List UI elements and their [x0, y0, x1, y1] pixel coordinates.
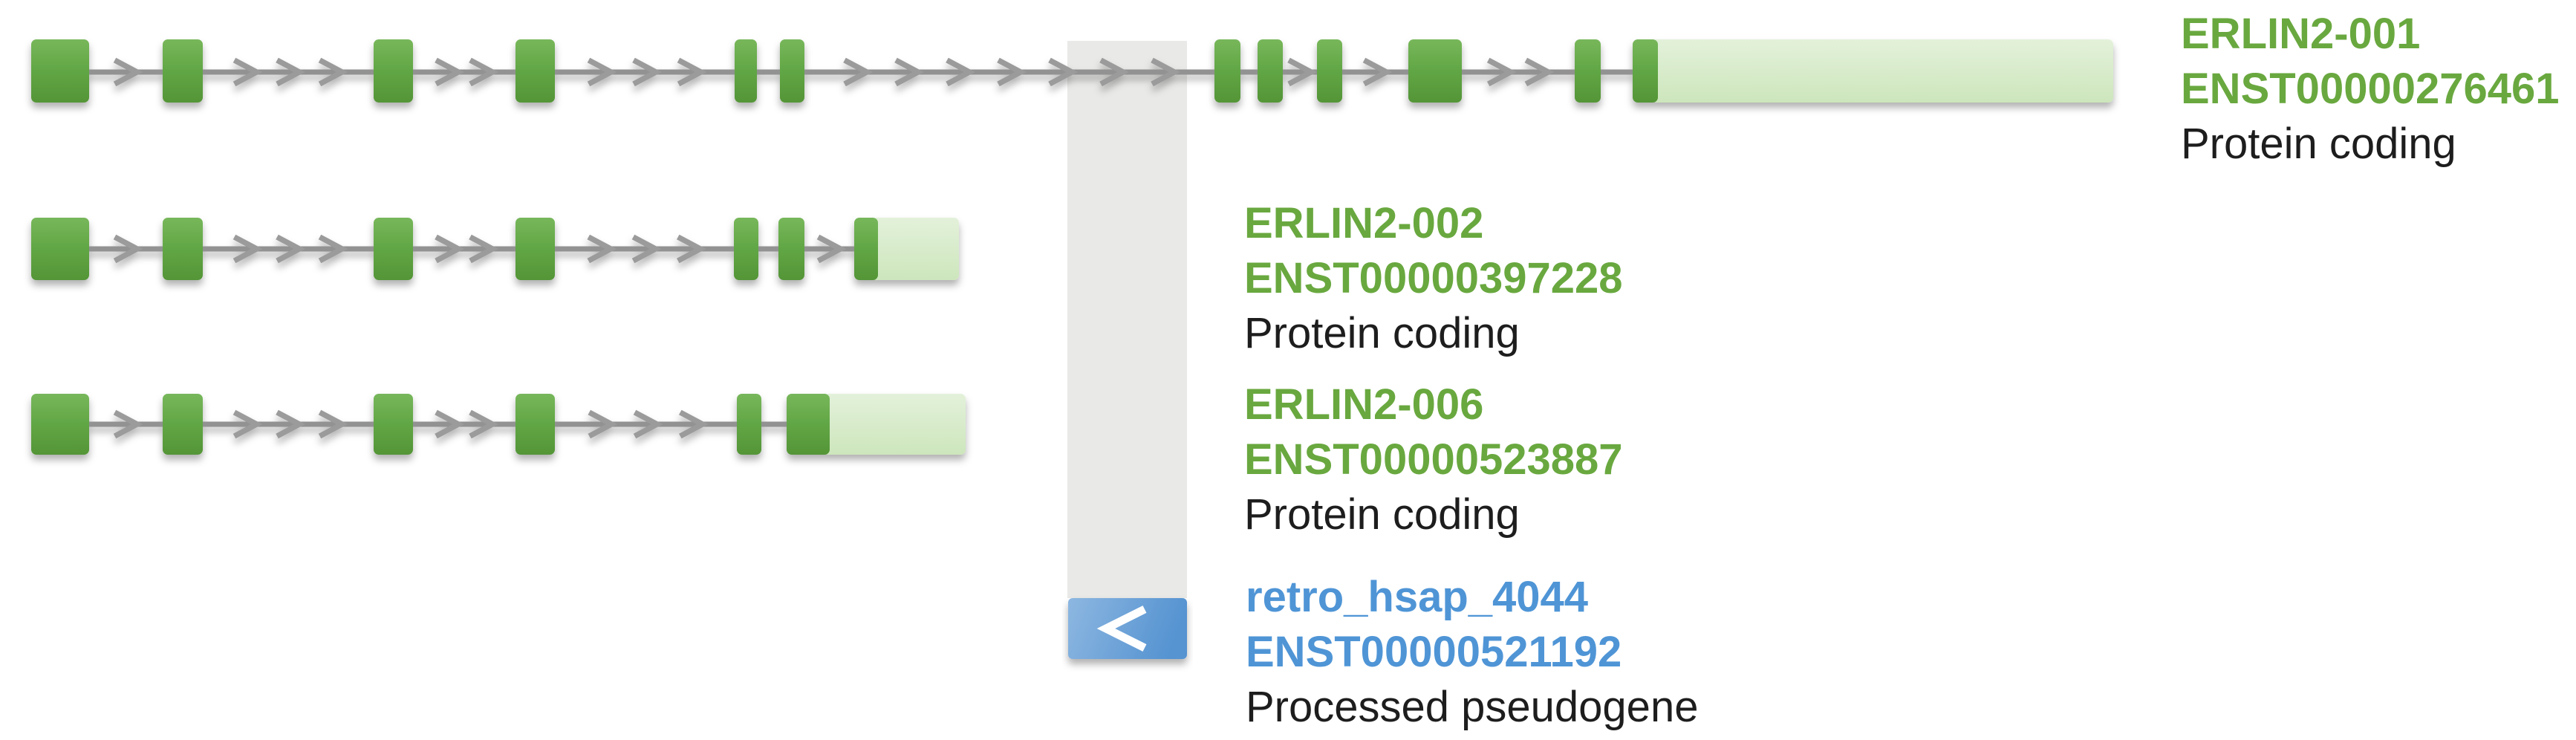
exon-box[interactable] — [734, 218, 758, 280]
strand-direction-chevron-icon — [318, 409, 348, 439]
strand-direction-chevron-icon — [588, 409, 618, 439]
exon-box[interactable] — [737, 394, 761, 455]
exon-box[interactable] — [515, 39, 555, 103]
transcript-row — [31, 39, 2113, 103]
exon-box[interactable] — [515, 394, 555, 455]
exon-box[interactable] — [1575, 39, 1601, 103]
strand-direction-chevron-icon — [678, 409, 709, 439]
transcript-name-link[interactable]: retro_hsap_4044 — [1246, 573, 1589, 621]
exon-box[interactable] — [1258, 39, 1283, 103]
exon-box[interactable] — [735, 39, 757, 103]
exon-box[interactable] — [854, 218, 878, 280]
strand-direction-chevron-icon — [276, 57, 305, 87]
strand-direction-chevron-icon — [113, 57, 143, 87]
exon-box[interactable] — [1408, 39, 1462, 103]
exon-box[interactable] — [374, 394, 413, 455]
strand-direction-chevron-icon — [435, 234, 464, 264]
strand-direction-chevron-icon — [469, 57, 498, 87]
strand-direction-chevron-icon — [587, 234, 617, 264]
transcript-label-block: ERLIN2-006 ENST00000523887 Protein codin… — [1244, 377, 1623, 542]
strand-direction-chevron-icon — [113, 409, 143, 439]
strand-direction-chevron-icon — [676, 234, 706, 264]
strand-direction-chevron-icon — [318, 234, 348, 264]
strand-direction-chevron-icon — [318, 57, 348, 87]
transcript-row — [31, 394, 966, 455]
strand-direction-chevron-icon — [1099, 57, 1129, 87]
strand-direction-chevron-icon — [1287, 57, 1317, 87]
transcript-label-block: ERLIN2-002 ENST00000397228 Protein codin… — [1244, 196, 1623, 361]
strand-direction-chevron-icon — [1486, 57, 1517, 87]
focus-highlight-band — [1067, 41, 1187, 598]
exon-box[interactable] — [787, 394, 830, 455]
pseudogene-exon-box[interactable] — [1068, 598, 1187, 659]
exon-box[interactable] — [374, 39, 413, 103]
exon-box[interactable] — [515, 218, 555, 280]
strand-direction-chevron-icon — [997, 57, 1027, 87]
strand-direction-chevron-icon — [631, 234, 662, 264]
exon-box[interactable] — [1633, 39, 1658, 103]
strand-direction-chevron-icon — [843, 57, 873, 87]
strand-direction-chevron-icon — [1362, 57, 1393, 87]
strand-direction-chevron-icon — [113, 234, 143, 264]
exon-box[interactable] — [780, 39, 804, 103]
transcript-accession-link[interactable]: ENST00000521192 — [1246, 628, 1622, 676]
transcript-row — [31, 218, 959, 280]
transcript-name-link[interactable]: ERLIN2-001 — [2181, 10, 2421, 58]
reverse-strand-icon — [1096, 606, 1147, 652]
exon-box[interactable] — [778, 218, 804, 280]
strand-direction-chevron-icon — [435, 409, 464, 439]
strand-direction-chevron-icon — [1524, 57, 1555, 87]
strand-direction-chevron-icon — [946, 57, 975, 87]
exon-box[interactable] — [31, 39, 89, 103]
strand-direction-chevron-icon — [1048, 57, 1078, 87]
strand-direction-chevron-icon — [232, 409, 263, 439]
transcript-accession-link[interactable]: ENST00000523887 — [1244, 435, 1623, 484]
exon-box[interactable] — [31, 218, 89, 280]
strand-direction-chevron-icon — [894, 57, 924, 87]
transcript-biotype: Protein coding — [2181, 120, 2456, 168]
transcript-biotype: Protein coding — [1244, 309, 1520, 357]
transcript-label-block: retro_hsap_4044 ENST00000521192 Processe… — [1246, 570, 1698, 735]
strand-direction-chevron-icon — [1151, 57, 1180, 87]
utr-box[interactable] — [872, 218, 959, 280]
strand-direction-chevron-icon — [632, 57, 662, 87]
transcript-accession-link[interactable]: ENST00000276461 — [2181, 65, 2560, 113]
exon-box[interactable] — [163, 39, 203, 103]
strand-direction-chevron-icon — [276, 409, 305, 439]
strand-direction-chevron-icon — [816, 234, 847, 264]
strand-direction-chevron-icon — [435, 57, 464, 87]
exon-box[interactable] — [1214, 39, 1240, 103]
exon-box[interactable] — [31, 394, 89, 455]
transcript-name-link[interactable]: ERLIN2-002 — [1244, 199, 1484, 247]
utr-box[interactable] — [824, 394, 966, 455]
transcript-row — [1068, 598, 1187, 659]
exon-box[interactable] — [1317, 39, 1342, 103]
strand-direction-chevron-icon — [469, 234, 498, 264]
transcript-name-link[interactable]: ERLIN2-006 — [1244, 380, 1484, 429]
utr-box[interactable] — [1652, 39, 2113, 103]
transcript-label-block: ERLIN2-001 ENST00000276461 Protein codin… — [2181, 7, 2560, 172]
strand-direction-chevron-icon — [677, 57, 707, 87]
transcript-biotype: Protein coding — [1244, 490, 1520, 539]
strand-direction-chevron-icon — [232, 57, 263, 87]
transcript-accession-link[interactable]: ENST00000397228 — [1244, 254, 1623, 302]
transcript-biotype: Processed pseudogene — [1246, 683, 1699, 731]
strand-direction-chevron-icon — [276, 234, 305, 264]
exon-box[interactable] — [163, 394, 203, 455]
strand-direction-chevron-icon — [587, 57, 617, 87]
exon-box[interactable] — [163, 218, 203, 280]
strand-direction-chevron-icon — [469, 409, 498, 439]
strand-direction-chevron-icon — [232, 234, 263, 264]
strand-direction-chevron-icon — [633, 409, 663, 439]
exon-box[interactable] — [374, 218, 413, 280]
